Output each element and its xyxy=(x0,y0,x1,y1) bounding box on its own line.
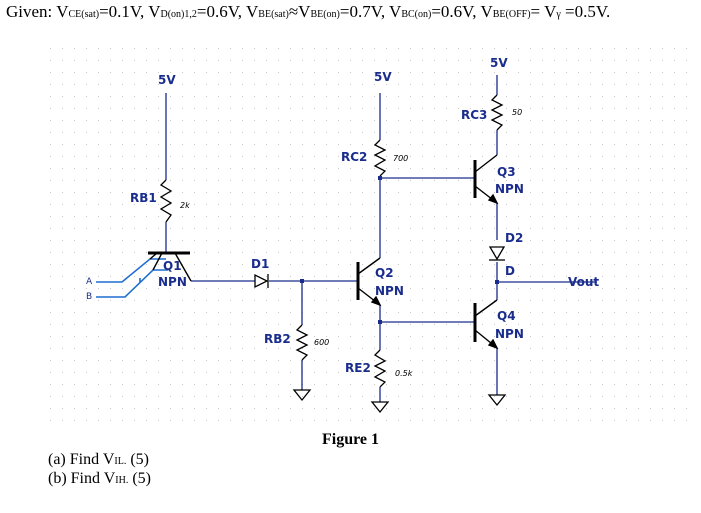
vcc-left-label: 5V xyxy=(158,73,176,87)
wires xyxy=(165,75,597,402)
vcc-right-label: 5V xyxy=(490,56,508,70)
rb2-resistor xyxy=(295,324,309,361)
given-conditions: Given: VCE(sat)=0.1V, VD(on)1,2=0.6V, VB… xyxy=(6,2,610,22)
figure-caption: Figure 1 xyxy=(322,431,379,448)
q4-transistor xyxy=(473,299,499,350)
rc2-resistor xyxy=(373,139,387,177)
q3-transistor xyxy=(473,154,499,205)
rb2-value: 600 xyxy=(314,338,329,347)
given-vbc-on: VBC(on)=0.6V, xyxy=(389,2,477,21)
q3-label: Q3 xyxy=(497,165,516,179)
rc3-resistor xyxy=(490,94,504,131)
resistors xyxy=(159,94,504,388)
ground-icon xyxy=(487,394,507,407)
q4-type: NPN xyxy=(495,327,524,341)
rc3-label: RC3 xyxy=(461,108,487,122)
question-a: (a) Find VIL. (5) xyxy=(48,451,149,468)
q1-transistor xyxy=(148,251,192,282)
q2-label: Q2 xyxy=(375,266,394,280)
vout-label: Vout xyxy=(568,275,599,289)
q1-type: NPN xyxy=(158,275,187,289)
q1-label: Q1 xyxy=(163,259,182,273)
grid-dots xyxy=(50,48,687,421)
question-b: (b) Find VIH. (5) xyxy=(48,470,151,487)
d1-label: D1 xyxy=(251,257,269,271)
rb2-label: RB2 xyxy=(264,332,291,346)
re2-value: 0.5k xyxy=(395,369,413,378)
rb1-resistor xyxy=(159,179,173,223)
rc3-value: 50 xyxy=(512,108,522,117)
d2-label: D2 xyxy=(505,231,523,245)
junction-nodes xyxy=(300,176,499,324)
rb1-value: 2k xyxy=(180,201,190,210)
input-a-label: A xyxy=(86,277,93,287)
given-vbe-off: VBE(OFF)= Vγ =0.5V. xyxy=(480,2,611,21)
d2-diode xyxy=(488,246,506,261)
given-vd-on: VD(on)1,2=0.6V, xyxy=(148,2,243,21)
q2-transistor xyxy=(356,257,382,307)
given-prefix: Given: xyxy=(6,2,53,21)
q4-label: Q4 xyxy=(497,309,516,323)
re2-resistor xyxy=(373,349,387,388)
rc2-label: RC2 xyxy=(341,150,367,164)
rc2-value: 700 xyxy=(393,154,408,163)
q2-type: NPN xyxy=(375,284,404,298)
ground-icon xyxy=(370,401,390,414)
ground-icon xyxy=(292,389,312,402)
input-b-label: B xyxy=(86,292,92,302)
q3-type: NPN xyxy=(495,182,524,196)
given-vbe-sat: VBE(sat)≈VBE(on)=0.7V, xyxy=(246,2,386,21)
rb1-label: RB1 xyxy=(130,191,157,205)
d2-node-label: D xyxy=(505,264,515,278)
d1-diode xyxy=(254,273,269,289)
given-vce-sat: VCE(sat)=0.1V, xyxy=(56,2,145,21)
input-wires xyxy=(96,258,168,298)
vcc-mid-label: 5V xyxy=(374,70,392,84)
ground-symbols xyxy=(292,389,507,414)
re2-label: RE2 xyxy=(345,361,371,375)
